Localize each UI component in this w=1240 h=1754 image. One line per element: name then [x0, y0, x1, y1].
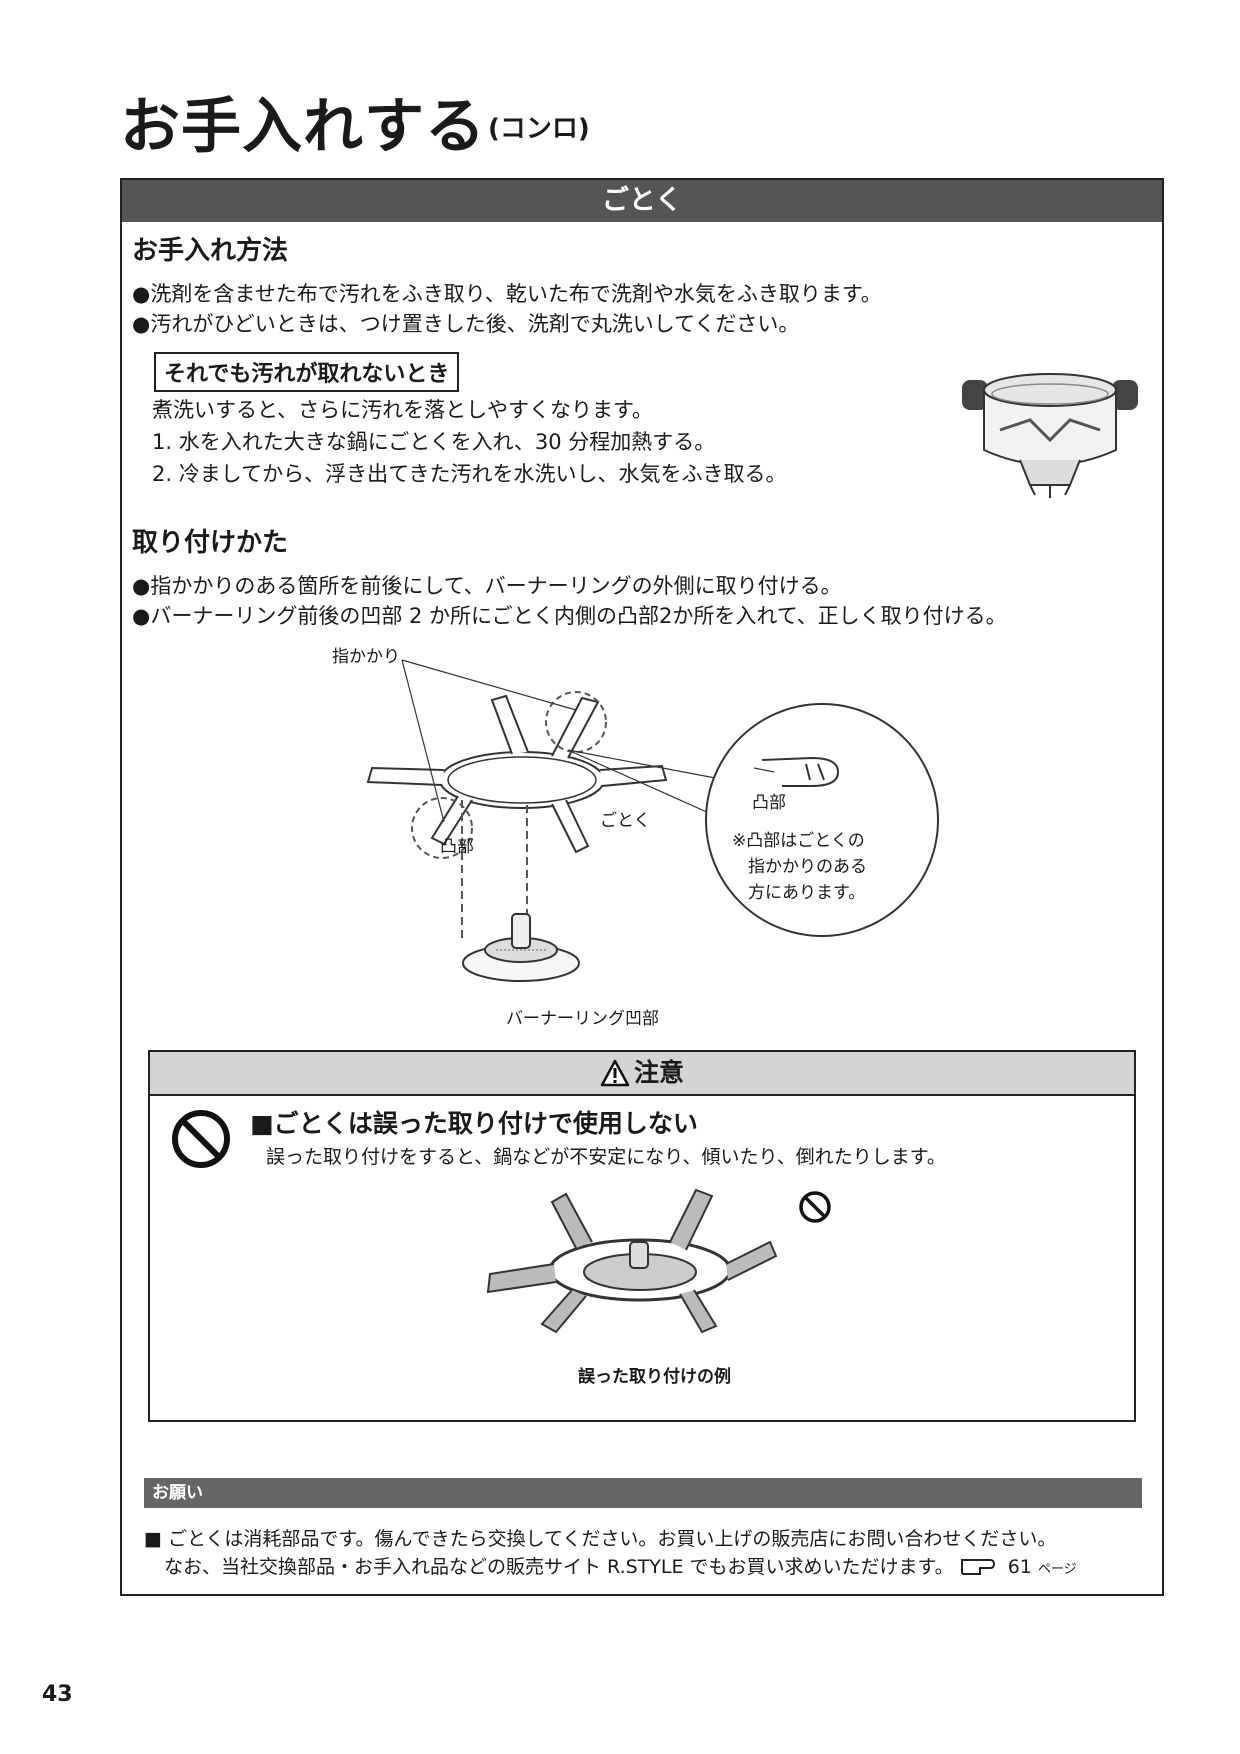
request-line: ■ ごとくは消耗部品です。傷んできたら交換してください。お買い上げの販売店にお問…	[144, 1528, 1057, 1550]
caution-box: 注意 ■ごとくは誤った取り付けで使用しない 誤った取り付けをすると、鍋などが不安…	[148, 1050, 1136, 1422]
zoom-note: 方にあります。	[748, 883, 866, 903]
section-title: ごとく	[122, 180, 1162, 222]
zoom-note: 指かかりのある	[748, 857, 867, 877]
label-finger-grip: 指かかり	[332, 647, 400, 667]
care-heading: お手入れ方法	[132, 236, 289, 266]
install-bullet: ●バーナーリング前後の凹部 2 か所にごとく内側の凸部2か所を入れて、正しく取り…	[132, 604, 1007, 628]
care-bullet: ●汚れがひどいときは、つけ置きした後、洗剤で丸洗いしてください。	[132, 312, 800, 336]
boiling-pot-illustration	[962, 373, 1138, 498]
caution-title: 注意	[633, 1058, 684, 1087]
caution-desc: 誤った取り付けをすると、鍋などが不安定になり、傾いたり、倒れたりします。	[266, 1146, 946, 1168]
install-heading: 取り付けかた	[132, 528, 289, 558]
label-zoom-convex: 凸部	[752, 793, 786, 813]
request-line: なお、当社交換部品・お手入れ品などの販売サイト R.STYLE でもお買い求めい…	[164, 1552, 1077, 1579]
install-bullet: ●指かかりのある箇所を前後にして、バーナーリングの外側に取り付ける。	[132, 574, 842, 598]
tough-line: 2. 冷ましてから、浮き出てきた汚れを水洗いし、水気をふき取る。	[152, 462, 787, 486]
request-header: お願い	[144, 1478, 1142, 1508]
zoom-note: ※凸部はごとくの	[732, 831, 865, 851]
label-gotoku: ごとく	[600, 811, 651, 831]
label-ring-recess: バーナーリング凹部	[506, 1009, 659, 1029]
reference-page[interactable]: 61	[1007, 1556, 1032, 1578]
page-number: 43	[42, 1682, 73, 1707]
request-text: なお、当社交換部品・お手入れ品などの販売サイト R.STYLE でもお買い求めい…	[164, 1556, 954, 1578]
page-subtitle: (コンロ)	[488, 114, 590, 144]
caution-header: 注意	[150, 1052, 1134, 1096]
wrong-installation-illustration	[486, 1188, 778, 1334]
wrong-installation-caption: 誤った取り付けの例	[578, 1367, 731, 1387]
caution-rule: ■ごとくは誤った取り付けで使用しない	[250, 1109, 698, 1138]
content-frame: ごとく お手入れ方法 ●洗剤を含ませた布で汚れをふき取り、乾いた布で洗剤や水気を…	[120, 178, 1164, 1596]
prohibited-icon	[799, 1191, 831, 1223]
pointing-hand-icon	[960, 1559, 995, 1575]
installation-diagram	[366, 659, 939, 940]
page-title: お手入れする	[120, 92, 486, 162]
reference-page-unit: ページ	[1037, 1562, 1077, 1577]
tough-line: 煮洗いすると、さらに汚れを落としやすくなります。	[152, 398, 653, 422]
label-convex: 凸部	[440, 837, 474, 857]
care-bullet: ●洗剤を含ませた布で汚れをふき取り、乾いた布で洗剤や水気をふき取ります。	[132, 282, 882, 306]
prohibited-icon	[172, 1110, 230, 1168]
warning-triangle-icon	[600, 1059, 630, 1087]
tough-stain-title: それでも汚れが取れないとき	[154, 352, 460, 392]
burner-illustration	[462, 913, 580, 982]
tough-line: 1. 水を入れた大きな鍋にごとくを入れ、30 分程加熱する。	[152, 430, 716, 454]
